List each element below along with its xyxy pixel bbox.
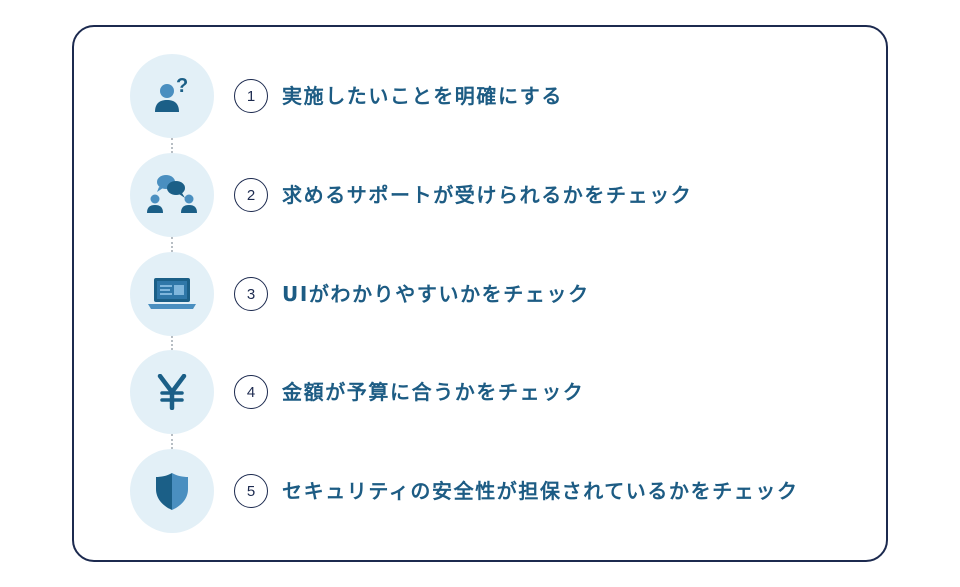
icon-circle	[130, 350, 214, 434]
step-label: 実施したいことを明確にする	[282, 84, 563, 108]
step-number-badge: 4	[234, 375, 268, 409]
step-number-badge: 3	[234, 277, 268, 311]
step-2: 2 求めるサポートが受けられるかをチェック	[0, 153, 960, 237]
step-label: 求めるサポートが受けられるかをチェック	[282, 183, 693, 207]
svg-text:?: ?	[176, 75, 188, 97]
step-number-badge: 1	[234, 79, 268, 113]
step-label: セキュリティの安全性が担保されているかをチェック	[282, 479, 799, 503]
step-number-badge: 5	[234, 474, 268, 508]
connector-line	[171, 138, 173, 153]
people-chat-icon	[147, 175, 197, 213]
connector-line	[171, 237, 173, 252]
icon-circle	[130, 153, 214, 237]
step-3: 3 UIがわかりやすいかをチェック	[0, 252, 960, 336]
icon-circle: ?	[130, 54, 214, 138]
step-label: 金額が予算に合うかをチェック	[282, 380, 585, 404]
connector-line	[171, 336, 173, 350]
step-number-badge: 2	[234, 178, 268, 212]
shield-icon	[156, 473, 188, 510]
laptop-icon	[148, 278, 196, 309]
step-5: 5 セキュリティの安全性が担保されているかをチェック	[0, 449, 960, 533]
icon-circle	[130, 252, 214, 336]
connector-line	[171, 434, 173, 449]
step-1: ? 1 実施したいことを明確にする	[0, 54, 960, 138]
person-question-icon: ?	[155, 75, 188, 112]
yen-icon	[157, 374, 187, 410]
step-4: 4 金額が予算に合うかをチェック	[0, 350, 960, 434]
icon-circle	[130, 449, 214, 533]
step-label: UIがわかりやすいかをチェック	[282, 282, 590, 306]
